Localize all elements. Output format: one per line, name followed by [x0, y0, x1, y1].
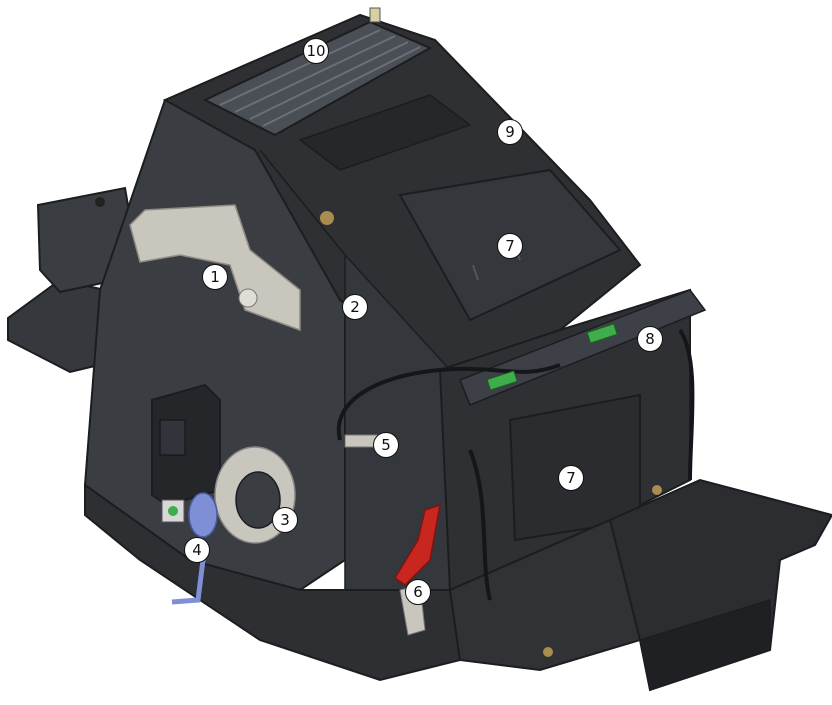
callout-7-lower: 7 — [558, 465, 584, 491]
brass-plug-3 — [543, 647, 553, 657]
callout-6: 6 — [405, 579, 431, 605]
hood-panel — [298, 94, 472, 171]
brass-plug-2 — [652, 485, 662, 495]
callout-5: 5 — [373, 432, 399, 458]
front-skirt — [448, 518, 642, 672]
wheel-hub — [235, 471, 281, 529]
red-lever — [393, 503, 441, 586]
control-display — [159, 419, 186, 456]
callout-4: 4 — [184, 537, 210, 563]
callout-10: 10 — [303, 38, 329, 64]
cylinder-rail — [459, 289, 707, 406]
hydraulic-hose-3 — [678, 328, 695, 481]
callout-8: 8 — [637, 326, 663, 352]
hydraulic-hose — [336, 363, 561, 441]
top-vent-bolt — [369, 7, 381, 23]
sensor-left — [486, 370, 518, 391]
housing-bolt — [95, 197, 105, 207]
callout-2: 2 — [342, 294, 368, 320]
upper-bracket — [129, 204, 301, 332]
sensor-right — [586, 323, 618, 344]
hydraulic-hose-2 — [468, 449, 492, 601]
green-indicator — [168, 506, 178, 516]
brass-plug — [320, 211, 334, 225]
crank-knob — [188, 492, 218, 538]
callout-1: 1 — [202, 264, 228, 290]
chute-front — [639, 598, 771, 691]
callout-9: 9 — [497, 119, 523, 145]
bracket-pulley — [238, 288, 258, 308]
callout-3: 3 — [272, 507, 298, 533]
callout-7-upper: 7 — [497, 233, 523, 259]
